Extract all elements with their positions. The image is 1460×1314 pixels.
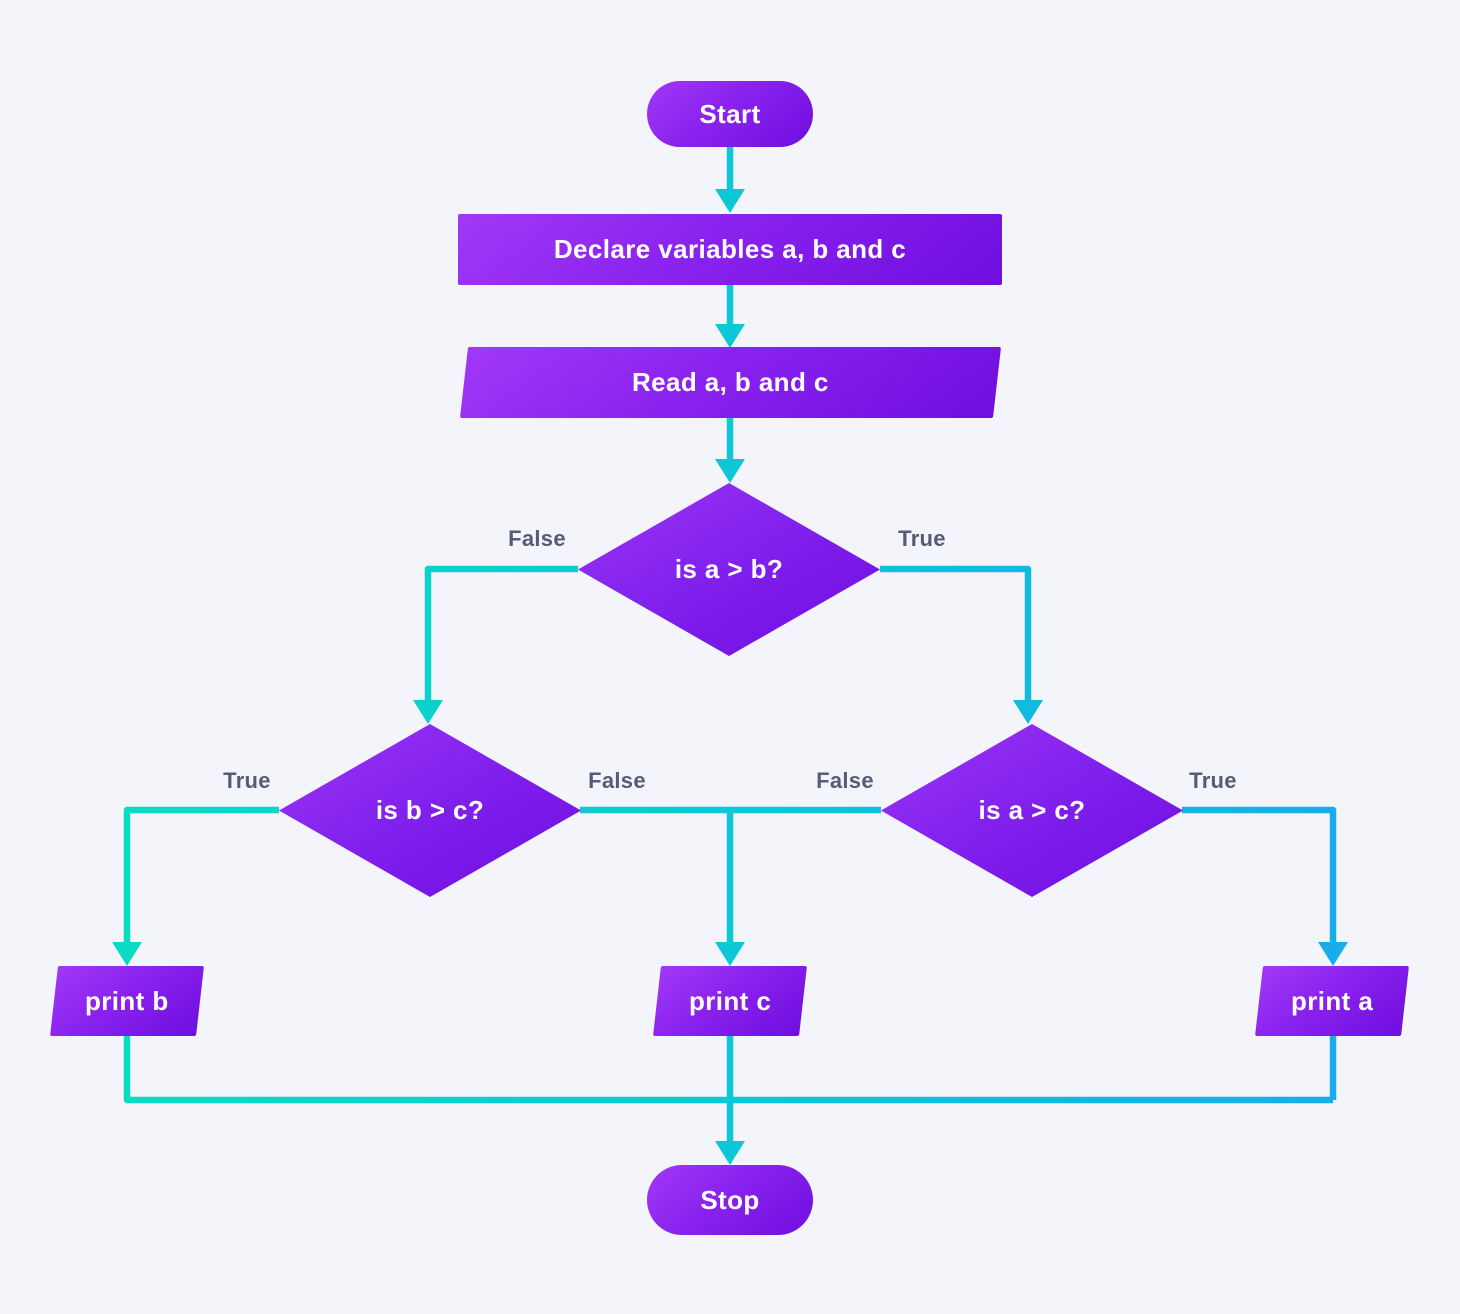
node-decision-a-gt-b-label: is a > b? (674, 554, 784, 584)
node-read-input: Read a, b and c (459, 347, 1002, 418)
arrowhead-icon (715, 324, 745, 348)
node-print-a-label: print a (1290, 985, 1374, 1016)
arrowhead-icon (715, 189, 745, 213)
arrowhead-icon (1013, 700, 1043, 724)
edge-label-ab-true: True (898, 526, 946, 551)
arrowhead-icon (112, 942, 142, 966)
edge-label-ac-false: False (816, 768, 874, 793)
arrowhead-icon (715, 1141, 745, 1165)
arrowhead-icon (413, 700, 443, 724)
node-declare-label: Declare variables a, b and c (553, 234, 907, 264)
node-start-label: Start (699, 98, 761, 129)
edge-ab-true (880, 565, 1032, 700)
node-print-b-label: print b (85, 985, 169, 1016)
edge-print-b-merge (123, 1036, 1333, 1104)
node-print-c: print c (653, 966, 807, 1036)
edge-label-ac-true: True (1189, 768, 1237, 793)
node-declare-variables: Declare variables a, b and c (458, 214, 1002, 285)
node-print-b: print b (50, 966, 204, 1036)
edge-label-bc-false: False (588, 768, 646, 793)
node-start: Start (647, 81, 813, 147)
node-stop: Stop (647, 1165, 813, 1235)
edge-ac-true (1182, 806, 1337, 942)
node-read-label: Read a, b and c (632, 367, 829, 397)
node-print-a: print a (1255, 966, 1409, 1036)
edge-bc-true (123, 806, 279, 942)
arrowhead-icon (715, 942, 745, 966)
node-decision-b-gt-c-label: is b > c? (375, 795, 485, 825)
node-stop-label: Stop (700, 1184, 760, 1215)
arrowhead-icon (1318, 942, 1348, 966)
node-print-c-label: print c (688, 985, 772, 1016)
node-decision-a-gt-c-label: is a > c? (978, 795, 1086, 825)
edge-ab-false (424, 565, 578, 700)
edge-label-bc-true: True (223, 768, 271, 793)
edge-label-ab-false: False (508, 526, 566, 551)
arrowhead-icon (715, 459, 745, 483)
